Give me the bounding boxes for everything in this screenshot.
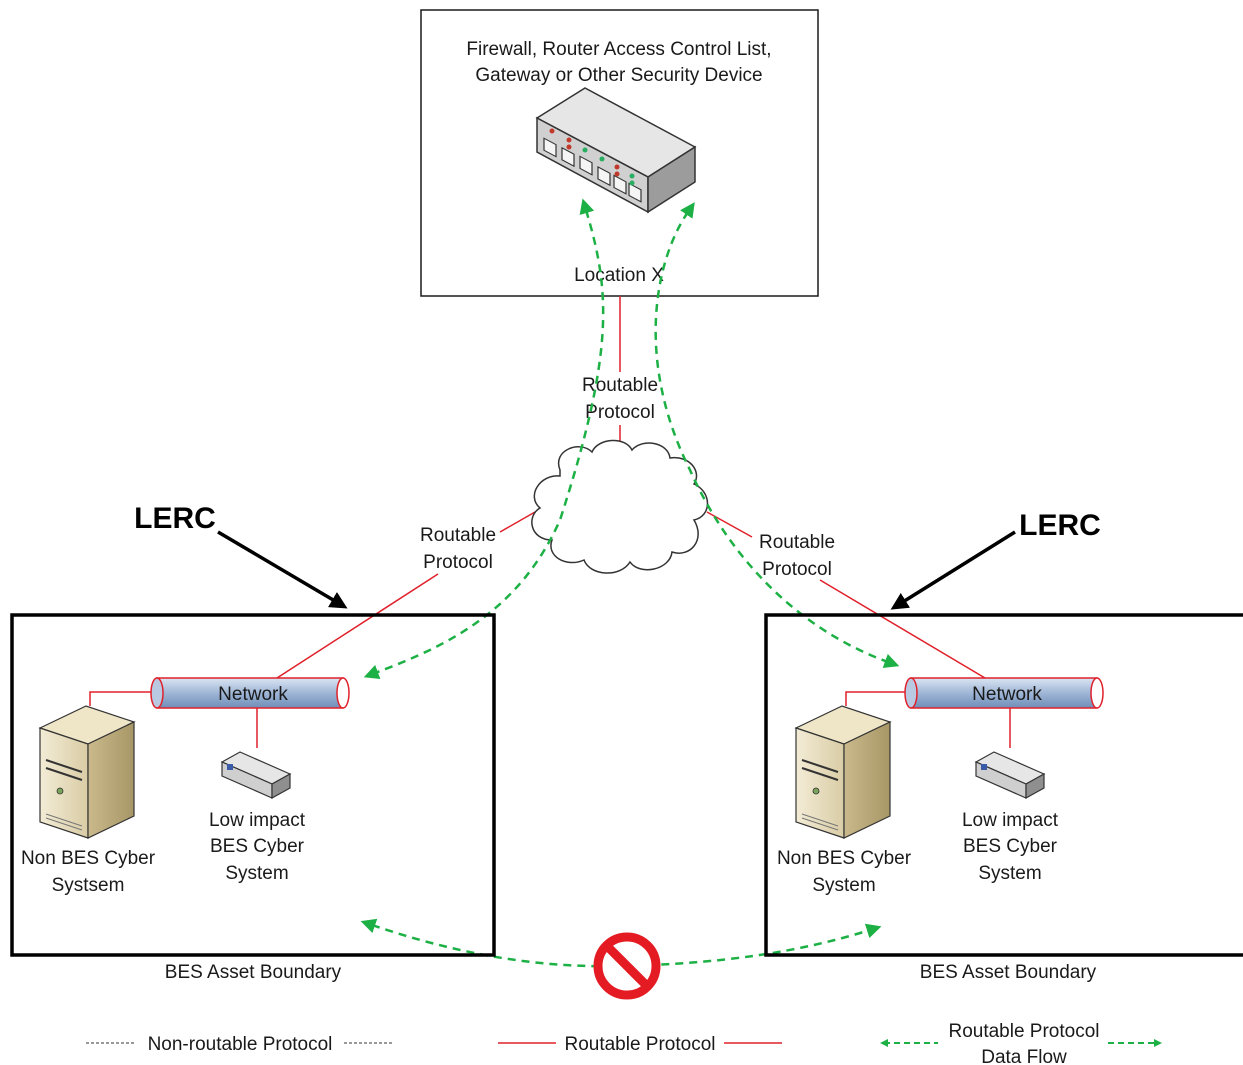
security-device-label-line2: Gateway or Other Security Device xyxy=(475,65,762,86)
switch-icon xyxy=(535,87,697,214)
data-flow-left xyxy=(363,198,605,679)
server-icon xyxy=(38,705,136,839)
left-server-label-line2: Systsem xyxy=(52,875,125,896)
legend: Non-routable Protocol Routable Protocol … xyxy=(86,1021,1162,1065)
routable-label-right-line2: Protocol xyxy=(762,559,832,580)
routable-line-left-server xyxy=(89,691,157,706)
lerc-arrow-left xyxy=(217,530,348,609)
small-switch-icon xyxy=(220,751,292,800)
right-server-label-line2: System xyxy=(812,875,875,896)
left-device-label-line3: System xyxy=(225,863,288,884)
right-device-label-line1: Low impact xyxy=(962,810,1059,831)
security-device-label-line1: Firewall, Router Access Control List, xyxy=(466,39,771,60)
routable-label-right-line1: Routable xyxy=(759,532,835,553)
right-server-label-line1: Non BES Cyber xyxy=(777,848,912,869)
right-device-label-line3: System xyxy=(978,863,1041,884)
routable-label-top-line2: Protocol xyxy=(585,402,655,423)
left-server-label-line1: Non BES Cyber xyxy=(21,848,156,869)
right-asset-boundary xyxy=(764,613,1243,957)
cloud-icon xyxy=(531,439,709,574)
lerc-label-right: LERC xyxy=(1019,509,1101,542)
prohibited-icon xyxy=(593,932,661,1000)
right-asset-boundary-label: BES Asset Boundary xyxy=(920,962,1097,983)
routable-line-left-upper xyxy=(499,511,536,533)
routable-label-top-line1: Routable xyxy=(582,375,658,396)
left-network-label: Network xyxy=(218,684,288,705)
routable-line-left-lower xyxy=(276,573,439,679)
data-flow-right xyxy=(654,202,900,669)
left-network-pipe: Network xyxy=(150,677,350,709)
lerc-arrow-right xyxy=(890,530,1016,610)
right-network-pipe: Network xyxy=(904,677,1104,709)
routable-line-right-lower xyxy=(819,579,986,679)
lerc-label-left: LERC xyxy=(134,502,216,535)
legend-flow-label-line2: Data Flow xyxy=(981,1047,1067,1065)
left-asset-boundary-label: BES Asset Boundary xyxy=(165,962,342,983)
routable-label-left-line2: Protocol xyxy=(423,552,493,573)
legend-non-routable-label: Non-routable Protocol xyxy=(148,1034,333,1055)
routable-label-left-line1: Routable xyxy=(420,525,496,546)
left-asset-boundary xyxy=(10,613,496,957)
right-device-label-line2: BES Cyber xyxy=(963,836,1058,857)
left-device-label-line2: BES Cyber xyxy=(210,836,305,857)
legend-flow-label-line1: Routable Protocol xyxy=(948,1021,1099,1042)
location-label: Location X xyxy=(574,265,664,286)
routable-line-right-server xyxy=(845,691,911,706)
server-icon xyxy=(794,705,892,839)
small-switch-icon xyxy=(974,751,1046,800)
left-device-label-line1: Low impact xyxy=(209,810,306,831)
routable-line-right-upper xyxy=(706,511,753,538)
legend-routable-label: Routable Protocol xyxy=(564,1034,715,1055)
right-network-label: Network xyxy=(972,684,1042,705)
